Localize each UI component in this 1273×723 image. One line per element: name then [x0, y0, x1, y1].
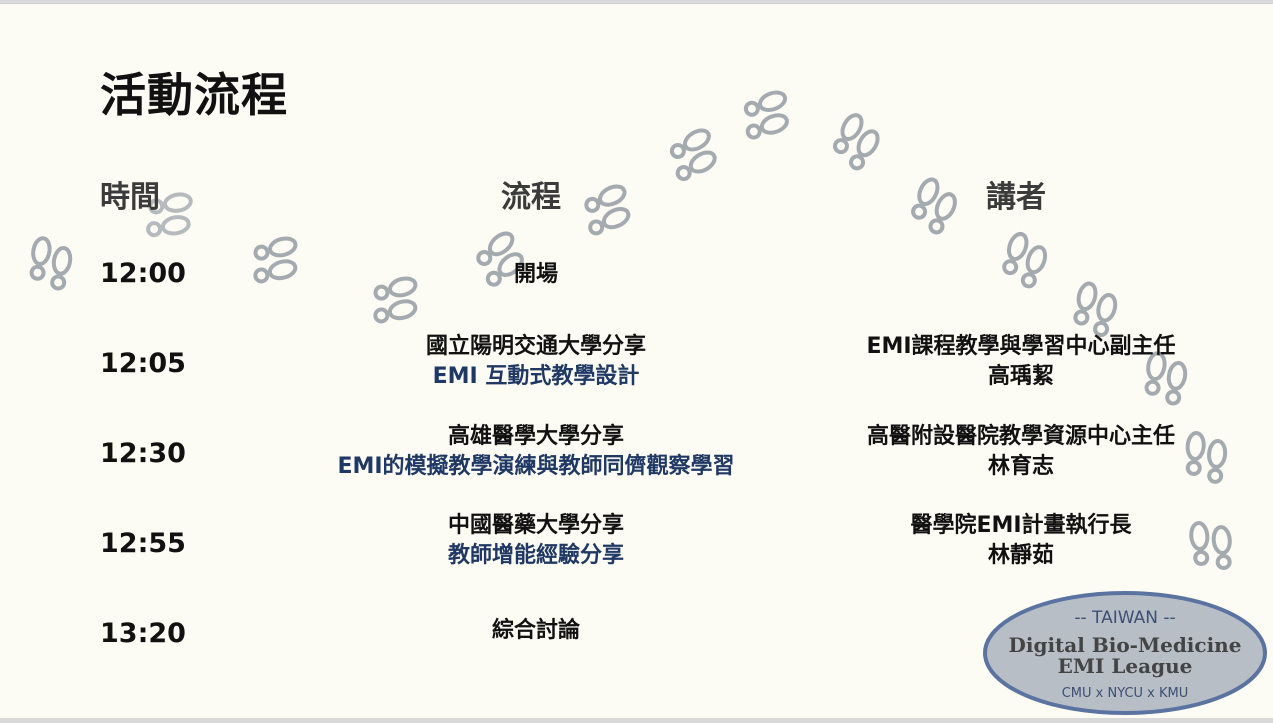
page-title: 活動流程 — [100, 68, 288, 122]
row-flow: 中國醫藥大學分享 教師增能經驗分享 — [306, 511, 766, 571]
flow-subtitle: 教師增能經驗分享 — [447, 543, 624, 568]
footprint-icon — [996, 229, 1053, 291]
flow-title: 高雄醫學大學分享 — [447, 424, 624, 449]
row-speaker: 高醫附設醫院教學資源中心主任 林育志 — [791, 422, 1251, 482]
speaker-name: 林靜茹 — [987, 543, 1054, 568]
footprint-icon — [576, 180, 639, 240]
footprint-icon — [245, 233, 306, 287]
row-speaker: EMI課程教學與學習中心副主任 高瑀絜 — [791, 332, 1251, 392]
slide: 活動流程 時間 流程 講者 12:00 開場 12:05 國立陽明交通大學分享 … — [0, 3, 1273, 718]
league-logo: -- TAIWAN -- Digital Bio-Medicine EMI Le… — [983, 591, 1267, 715]
logo-bottom: CMU x NYCU x KMU — [1062, 686, 1189, 701]
flow-title: 國立陽明交通大學分享 — [425, 334, 646, 359]
speaker-name: 高瑀絜 — [987, 364, 1054, 389]
speaker-title: EMI課程教學與學習中心副主任 — [866, 334, 1176, 359]
row-time: 12:55 — [100, 528, 186, 559]
footprint-icon — [735, 87, 797, 144]
footprint-icon — [826, 109, 887, 174]
header-time: 時間 — [100, 180, 160, 215]
speaker-title: 高醫附設醫院教學資源中心主任 — [866, 424, 1175, 449]
row-time: 12:30 — [100, 438, 186, 469]
row-flow: 高雄醫學大學分享 EMI的模擬教學演練與教師同儕觀察學習 — [306, 422, 766, 482]
logo-line1: Digital Bio-Medicine — [1009, 633, 1242, 657]
footprint-icon — [1068, 279, 1122, 339]
row-flow: 綜合討論 — [491, 618, 580, 643]
row-flow: 國立陽明交通大學分享 EMI 互動式教學設計 — [306, 332, 766, 392]
footprint-icon — [661, 124, 726, 185]
footprint-icon — [904, 174, 964, 238]
row-time: 12:00 — [100, 258, 186, 289]
logo-top: -- TAIWAN -- — [1074, 608, 1175, 628]
row-time: 13:20 — [100, 618, 186, 649]
flow-subtitle: EMI 互動式教學設計 — [432, 364, 640, 389]
header-flow: 流程 — [501, 180, 561, 215]
speaker-title: 醫學院EMI計畫執行長 — [910, 513, 1132, 538]
speaker-name: 林育志 — [987, 454, 1054, 479]
header-speaker: 講者 — [986, 180, 1046, 215]
flow-subtitle: EMI的模擬教學演練與教師同儕觀察學習 — [337, 454, 735, 479]
footprint-icon — [25, 234, 76, 292]
row-speaker: 醫學院EMI計畫執行長 林靜茹 — [791, 511, 1251, 571]
row-flow: 開場 — [513, 262, 558, 287]
flow-title: 中國醫藥大學分享 — [447, 513, 624, 538]
row-time: 12:05 — [100, 348, 186, 379]
logo-line2: EMI League — [1058, 654, 1193, 678]
